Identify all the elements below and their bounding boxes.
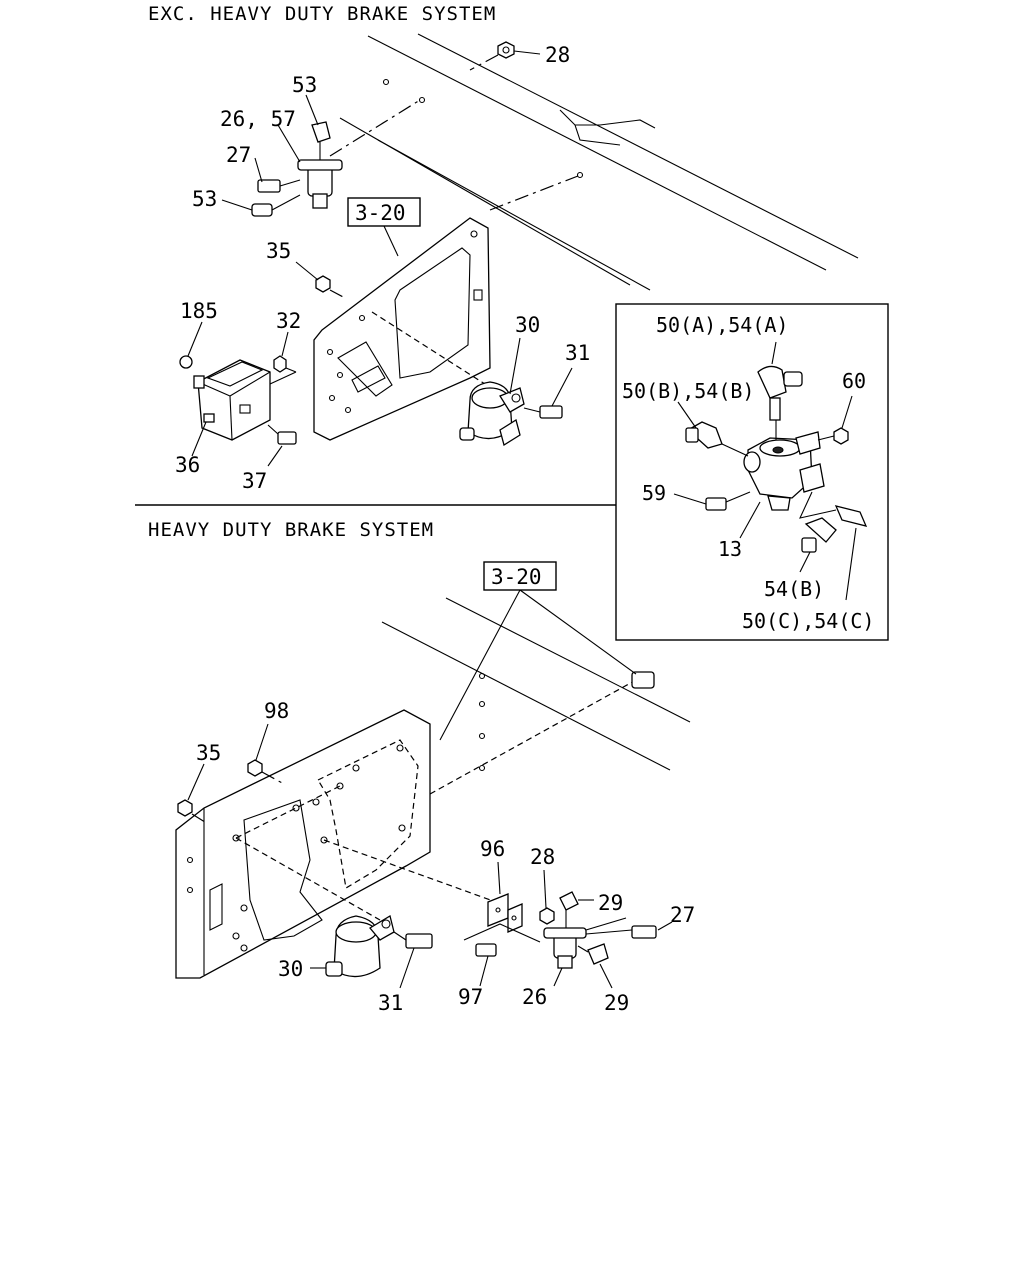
bottom-frame-rails: [381, 597, 691, 795]
callout-36: 36: [175, 453, 200, 477]
callout-98: 98: [264, 699, 289, 723]
nut-28-top: [469, 41, 541, 71]
inset-callout-50c-54c: 50(C),54(C): [742, 609, 874, 633]
callout-27-top: 27: [226, 143, 251, 167]
callout-37: 37: [242, 469, 267, 493]
callout-97: 97: [458, 985, 483, 1009]
top-frame-rails: [329, 33, 859, 291]
callout-30-top: 30: [515, 313, 540, 337]
bracket-plate-bottom: [175, 709, 431, 979]
ref-label-top: 3-20: [355, 201, 406, 225]
callout-185: 185: [180, 299, 218, 323]
callout-30-bottom: 30: [278, 957, 303, 981]
inset-box: [615, 303, 889, 641]
inset-callout-50a-54a: 50(A),54(A): [656, 313, 788, 337]
callout-29-b: 29: [604, 991, 629, 1015]
inset-valve-assembly: [673, 341, 868, 601]
callout-27-bottom: 27: [670, 903, 695, 927]
callout-26-57: 26, 57: [220, 107, 296, 131]
callout-29-a: 29: [598, 891, 623, 915]
callout-28-top: 28: [545, 43, 570, 67]
callout-96: 96: [480, 837, 505, 861]
callout-35-top: 35: [266, 239, 291, 263]
callout-31-top: 31: [565, 341, 590, 365]
callout-35-bottom: 35: [196, 741, 221, 765]
nut-98-bottom: [247, 723, 285, 785]
top-section-title: EXC. HEAVY DUTY BRAKE SYSTEM: [148, 3, 496, 25]
inset-callout-13: 13: [718, 537, 742, 561]
control-module-top: [179, 321, 297, 467]
callout-28-bottom: 28: [530, 845, 555, 869]
inset-callout-60: 60: [842, 369, 866, 393]
bottom-section-title: HEAVY DUTY BRAKE SYSTEM: [148, 519, 434, 541]
nut-35-top: [295, 261, 346, 299]
callout-32: 32: [276, 309, 301, 333]
valve-assembly-top: [221, 94, 343, 217]
inset-callout-54b: 54(B): [764, 577, 824, 601]
nut-35-bottom: [177, 763, 209, 825]
ref-label-bottom: 3-20: [491, 565, 542, 589]
valve-assembly-bottom: [539, 869, 673, 989]
bracket-plate-top: [313, 217, 491, 441]
callout-26-bottom: 26: [522, 985, 547, 1009]
callout-31-bottom: 31: [378, 991, 403, 1015]
relay-valve-top: [371, 311, 573, 447]
bracket-96: [323, 839, 541, 987]
inset-callout-59: 59: [642, 481, 666, 505]
callout-53-a: 53: [292, 73, 317, 97]
callout-53-b: 53: [192, 187, 217, 211]
relay-valve-bottom: [235, 837, 433, 989]
inset-callout-50b-54b: 50(B),54(B): [622, 379, 754, 403]
